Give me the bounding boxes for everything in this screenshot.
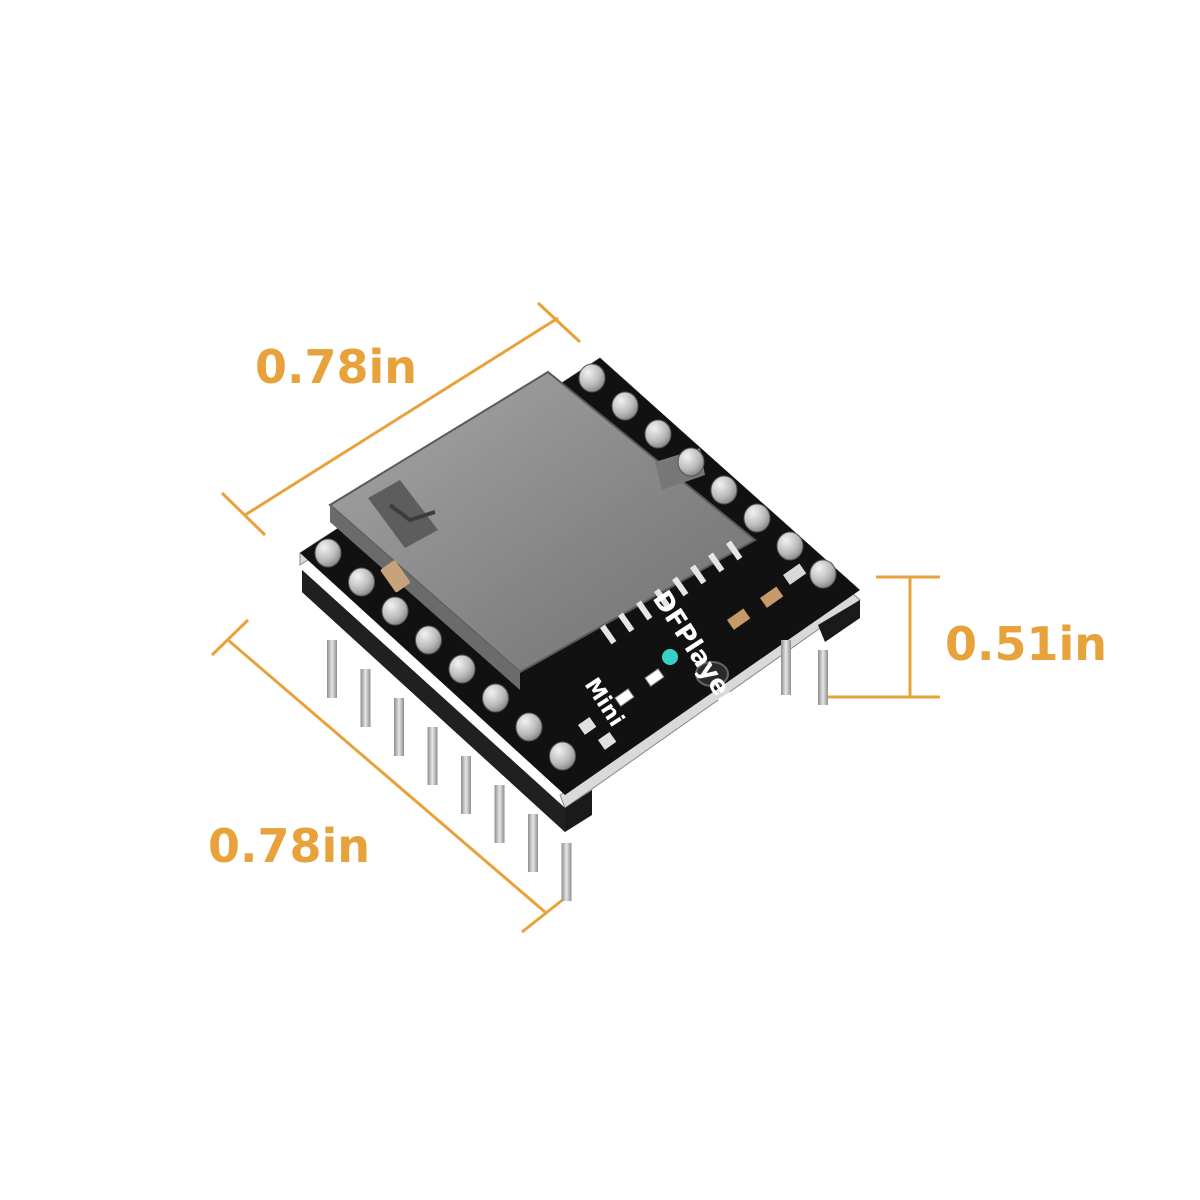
header-pin-left-6: [494, 785, 505, 843]
sd-contact-2: [618, 612, 635, 633]
sd-contact-7: [708, 552, 725, 573]
solder-pad-14: [743, 503, 771, 533]
smd-cap-1: [783, 563, 807, 585]
solder-pad-12: [677, 447, 705, 477]
solder-pad-9: [578, 363, 606, 393]
smd-r2: [644, 668, 665, 687]
header-pin-left-3: [394, 698, 404, 756]
smd-cap-3: [727, 608, 751, 630]
top-width-line: [244, 316, 559, 517]
sd-slot-spring: [388, 503, 436, 523]
solder-pad-5: [448, 654, 476, 684]
solder-pad-2: [348, 567, 375, 597]
sd-contact-1: [600, 624, 617, 645]
header-strip-left-face: [302, 570, 565, 832]
header-pin-left-4: [427, 727, 438, 785]
smd-resistor-1: [380, 560, 411, 593]
sd-contact-4: [653, 588, 671, 609]
side-length-tick-bottom: [521, 896, 566, 934]
top-width-tick-right: [536, 301, 582, 344]
solder-pads: [314, 363, 837, 771]
top-width-label: 0.78in: [255, 340, 417, 394]
header-strip-right: [818, 600, 860, 642]
solder-pad-15: [776, 531, 804, 561]
solder-pad-4: [415, 625, 442, 655]
sd-contact-5: [671, 576, 689, 597]
header-pins-right: [781, 640, 828, 705]
side-length-label: 0.78in: [208, 819, 370, 873]
header-pins-left: [327, 640, 572, 901]
solder-pad-1: [314, 538, 342, 568]
solder-pad-3: [381, 596, 409, 626]
mounting-hole: [695, 661, 729, 687]
smd-cap-2: [760, 586, 784, 608]
smd-cap-5: [598, 731, 617, 750]
header-pin-left-8: [561, 843, 572, 901]
side-length-tick-top: [210, 618, 250, 657]
solder-pad-10: [611, 391, 639, 421]
sd-slot-body: [328, 370, 757, 674]
sd-card-slot: [328, 370, 757, 690]
height-label: 0.51in: [945, 617, 1107, 671]
header-pin-left-7: [528, 814, 538, 872]
solder-pad-8: [549, 741, 576, 771]
sd-contact-3: [636, 600, 653, 621]
sd-contact-6: [690, 564, 707, 585]
sd-slot-front: [330, 505, 520, 690]
smd-components: [380, 560, 807, 750]
solder-pad-11: [644, 419, 672, 449]
top-width-tick-left: [220, 491, 267, 537]
dimension-lines: [210, 301, 940, 934]
solder-pad-7: [515, 712, 543, 742]
header-pin-left-1: [327, 640, 337, 698]
solder-pad-6: [482, 683, 509, 713]
header-pin-right-2: [818, 650, 828, 705]
status-led: [662, 649, 678, 665]
header-pin-right-1: [781, 640, 791, 695]
header-pin-left-2: [360, 669, 371, 727]
dfplayer-board: DFPlayer Mini: [299, 357, 861, 901]
smd-r3: [614, 688, 635, 707]
sd-contact-8: [726, 540, 743, 561]
solder-pad-16: [809, 559, 837, 589]
side-length-line: [227, 638, 546, 914]
solder-pad-13: [710, 475, 738, 505]
smd-cap-4: [578, 716, 597, 735]
sd-contacts: [600, 540, 743, 645]
header-pin-left-5: [461, 756, 471, 814]
